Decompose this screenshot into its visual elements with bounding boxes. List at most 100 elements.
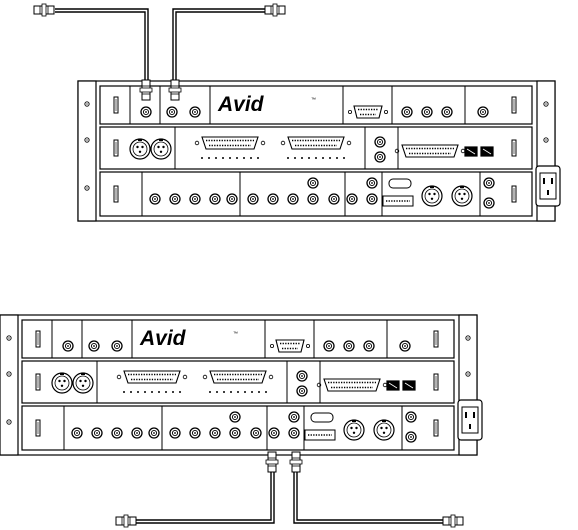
bnc-connector-icon[interactable] (72, 428, 82, 438)
bnc-connector-icon[interactable] (289, 412, 299, 422)
bnc-connector-icon[interactable] (364, 341, 374, 351)
bnc-connector-icon[interactable] (266, 452, 278, 472)
bnc-connector-icon[interactable] (167, 107, 177, 117)
rca-jack[interactable] (297, 386, 307, 396)
bnc-connector-icon[interactable] (132, 428, 142, 438)
bnc-connector-icon[interactable] (478, 107, 488, 117)
bnc-connector-icon[interactable] (190, 107, 200, 117)
bnc-connector-icon[interactable] (140, 80, 152, 100)
pin-row (287, 157, 345, 159)
pin-row (123, 391, 181, 393)
bnc-connector-icon[interactable] (484, 178, 494, 188)
scsi-port[interactable] (305, 430, 335, 440)
bnc-connector-icon[interactable] (442, 107, 452, 117)
bnc-connector-icon[interactable] (92, 428, 102, 438)
rca-jack[interactable] (375, 137, 385, 147)
pin-row (201, 157, 259, 159)
db25-connector-icon[interactable] (195, 137, 265, 149)
xlr-connector-icon[interactable] (73, 373, 93, 394)
bnc-connector-icon[interactable] (230, 412, 240, 422)
svideo-connector-icon[interactable] (149, 428, 159, 438)
trademark-mark: ™ (311, 97, 316, 103)
svideo-connector-icon[interactable] (251, 428, 261, 438)
bnc-connector-icon[interactable] (289, 428, 299, 438)
bnc-connector-icon[interactable] (170, 428, 180, 438)
bnc-connector-icon[interactable] (308, 178, 318, 188)
rca-jack[interactable] (375, 152, 385, 162)
bnc-connector-icon[interactable] (290, 452, 302, 472)
bnc-connector-icon[interactable] (288, 194, 298, 204)
card-ejector-right (434, 420, 438, 436)
bnc-connector-icon[interactable] (367, 194, 377, 204)
db25-connector-icon[interactable] (317, 379, 387, 391)
xlr-connector-icon[interactable] (452, 186, 472, 207)
bnc-connector-icon[interactable] (210, 194, 220, 204)
card-ejector-left (114, 186, 118, 202)
card-ejector-right (434, 374, 438, 390)
db25-connector-icon[interactable] (395, 145, 465, 157)
xlr-connector-icon[interactable] (52, 373, 72, 394)
card-ejector-left (114, 97, 118, 113)
bnc-connector-icon[interactable] (190, 428, 200, 438)
bnc-connector-icon[interactable] (367, 178, 377, 188)
mounting-screw (7, 336, 11, 340)
bnc-connector-icon[interactable] (269, 428, 279, 438)
bnc-connector-icon[interactable] (265, 4, 285, 16)
bnc-connector-icon[interactable] (89, 341, 99, 351)
bnc-connector-icon[interactable] (268, 194, 278, 204)
card-slot-1 (100, 86, 532, 124)
bnc-connector-icon[interactable] (210, 428, 220, 438)
svideo-connector-icon[interactable] (329, 194, 339, 204)
bnc-connector-icon[interactable] (150, 194, 160, 204)
bnc-connector-icon[interactable] (347, 194, 357, 204)
bnc-connector-icon[interactable] (112, 341, 122, 351)
bnc-connector-icon[interactable] (406, 432, 416, 442)
db25-connector-icon[interactable] (117, 371, 187, 383)
bnc-connector-icon[interactable] (34, 4, 54, 16)
bnc-connector-icon[interactable] (402, 107, 412, 117)
xlr-connector-icon[interactable] (344, 420, 364, 441)
bnc-connector-icon[interactable] (190, 194, 200, 204)
bnc-connector-icon[interactable] (406, 412, 416, 422)
bnc-connector-icon[interactable] (484, 198, 494, 208)
bnc-connector-icon[interactable] (443, 515, 463, 527)
mounting-screw (466, 336, 470, 340)
video-cable (173, 9, 266, 83)
avid-logo: Avid (139, 327, 187, 350)
bnc-connector-icon[interactable] (248, 194, 258, 204)
bnc-connector-icon[interactable] (400, 341, 410, 351)
bnc-connector-icon[interactable] (230, 428, 240, 438)
rack-unit-bottom: Avid ™ (0, 315, 482, 527)
bnc-connector-icon[interactable] (141, 107, 151, 117)
video-cable (55, 12, 145, 83)
video-cable (135, 467, 271, 520)
power-inlet-icon[interactable] (458, 400, 482, 440)
xlr-connector-icon[interactable] (151, 139, 171, 160)
db25-connector-icon[interactable] (281, 137, 351, 149)
serial-port[interactable] (311, 413, 333, 422)
db25-connector-icon[interactable] (203, 371, 273, 383)
mounting-screw (85, 102, 89, 106)
bnc-connector-icon[interactable] (169, 80, 181, 100)
xlr-connector-icon[interactable] (374, 420, 394, 441)
power-inlet-icon[interactable] (536, 166, 560, 206)
xlr-connector-icon[interactable] (422, 186, 442, 207)
bnc-connector-icon[interactable] (324, 341, 334, 351)
bnc-connector-icon[interactable] (63, 341, 73, 351)
bnc-connector-icon[interactable] (308, 194, 318, 204)
mounting-screw (85, 138, 89, 142)
svideo-connector-icon[interactable] (227, 194, 237, 204)
scsi-port[interactable] (383, 196, 413, 206)
bnc-connector-icon[interactable] (116, 515, 136, 527)
bnc-connector-icon[interactable] (422, 107, 432, 117)
card-ejector-left (36, 420, 40, 436)
bnc-connector-icon[interactable] (112, 428, 122, 438)
bnc-connector-icon[interactable] (170, 194, 180, 204)
bnc-connector-icon[interactable] (344, 341, 354, 351)
rca-jack[interactable] (297, 371, 307, 381)
xlr-connector-icon[interactable] (130, 139, 150, 160)
serial-port[interactable] (389, 179, 411, 188)
trademark-mark: ™ (233, 331, 238, 337)
